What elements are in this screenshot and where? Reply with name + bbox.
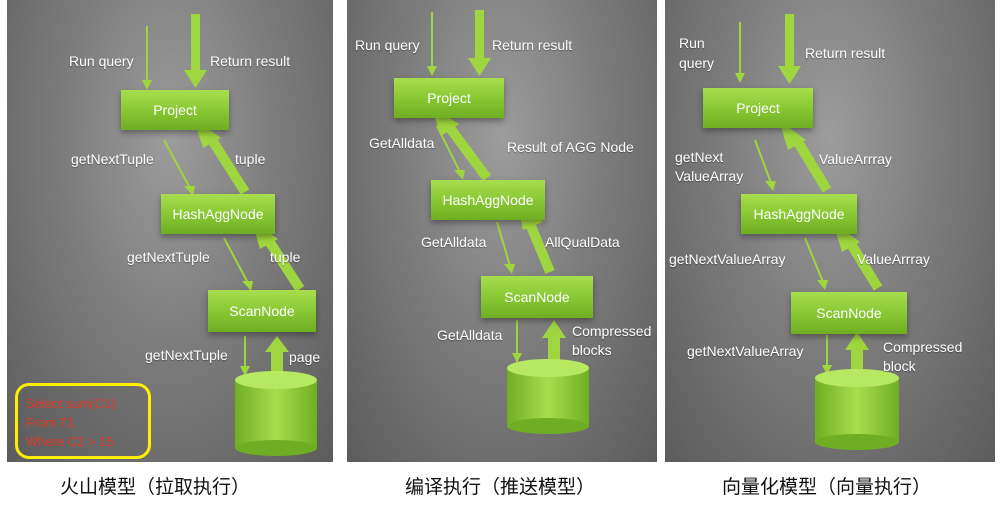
call-arrow-2	[804, 237, 824, 283]
page-arrow	[265, 336, 289, 378]
value-array-label-2: ValueArrray	[857, 251, 930, 267]
agg-result-label: Result of AGG Node	[507, 139, 634, 155]
storage-cylinder	[235, 371, 317, 456]
compressed-blocks-arrow	[542, 320, 566, 364]
return-result-label: Return result	[492, 37, 573, 53]
compressed-label: Compressed	[572, 323, 652, 339]
hashagg-node: HashAggNode	[431, 180, 545, 220]
block-label: block	[883, 358, 916, 374]
run-label: Run	[679, 35, 705, 51]
call-label-2: getNextTuple	[127, 249, 210, 265]
call-label-2: GetAlldata	[421, 234, 487, 250]
project-node: Project	[394, 78, 504, 118]
call-arrow-2	[496, 221, 511, 267]
return-result-label: Return result	[805, 45, 886, 61]
call-label-3: GetAlldata	[437, 327, 503, 343]
scan-node: ScanNode	[481, 276, 593, 318]
page-label: page	[289, 349, 321, 365]
sql-line-3: Where C2 > 15	[26, 434, 114, 449]
return-result-arrow	[468, 10, 491, 76]
caption-vectorized: 向量化模型（向量执行）	[722, 477, 932, 498]
project-node: Project	[121, 90, 229, 130]
call-label-3: getNextTuple	[145, 347, 228, 363]
sql-line-1: Select sum(C1)	[26, 396, 116, 411]
call-arrow-2	[223, 237, 249, 284]
tuple-label-2: tuple	[270, 249, 301, 265]
compressed-label: Compressed	[883, 339, 963, 355]
query-label: query	[679, 55, 715, 71]
call-label-1: GetAlldata	[369, 135, 435, 151]
blocks-label: blocks	[572, 342, 612, 358]
caption-volcano: 火山模型（拉取执行）	[60, 477, 251, 498]
run-query-label: Run query	[69, 53, 134, 69]
call-label-2: getNextValueArray	[669, 251, 786, 267]
return-result-arrow	[778, 14, 801, 84]
panel-vectorized: Run query Return result Project getNext …	[665, 0, 995, 462]
run-query-label: Run query	[355, 37, 420, 53]
compressed-block-arrow	[845, 332, 869, 376]
panel-vectorized-arrows	[735, 14, 899, 450]
tuple-label-1: tuple	[235, 151, 266, 167]
caption-compiled: 编译执行（推送模型）	[405, 477, 596, 498]
scan-node: ScanNode	[791, 292, 907, 334]
scan-node: ScanNode	[208, 290, 316, 332]
return-result-arrow	[184, 14, 207, 88]
call-label-1: getNextTuple	[71, 151, 154, 167]
call-arrow-1	[754, 139, 772, 184]
panel-compiled-arrows	[427, 10, 589, 434]
storage-cylinder	[507, 359, 589, 434]
call-label-1a: getNext	[675, 149, 724, 165]
storage-cylinder	[815, 369, 899, 450]
call-arrow-1	[163, 139, 191, 189]
hashagg-node: HashAggNode	[741, 194, 857, 234]
sql-line-2: From T1	[26, 415, 75, 430]
sql-query-box: Select sum(C1) From T1 Where C2 > 15	[15, 383, 151, 459]
panel-compiled: Run query Return result Project GetAllda…	[347, 0, 657, 462]
call-label-1b: ValueArray	[675, 168, 744, 184]
hashagg-node: HashAggNode	[161, 194, 275, 234]
all-qual-data-label: AllQualData	[545, 234, 620, 250]
call-label-3: getNextValueArray	[687, 343, 804, 359]
project-node: Project	[703, 88, 813, 128]
return-result-label: Return result	[210, 53, 291, 69]
value-array-label-1: ValueArrray	[819, 151, 892, 167]
panel-volcano: Run query Return result Project getNextT…	[7, 0, 333, 462]
